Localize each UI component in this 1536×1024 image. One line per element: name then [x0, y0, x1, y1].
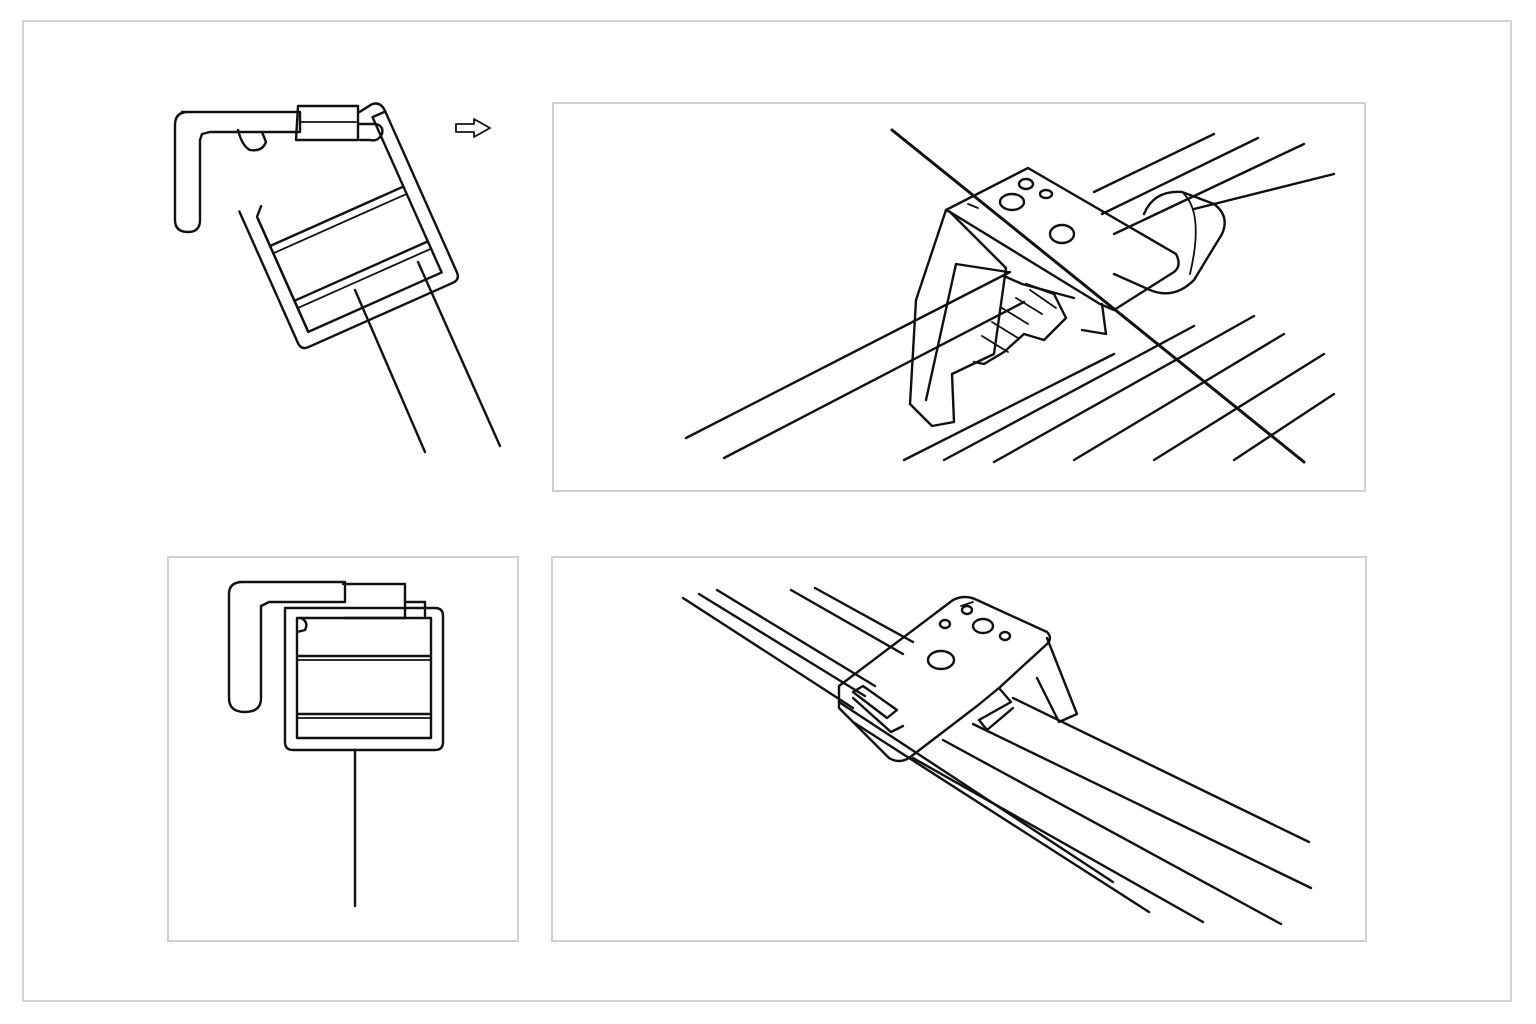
right-arrow-icon: [455, 118, 491, 138]
clip-tab: [341, 582, 407, 620]
rail-line-lower: [684, 270, 1012, 440]
bracket-incorrect-drawing: [684, 128, 1336, 464]
flat-bar: [1002, 274, 1076, 300]
bracket-seated-drawing: [227, 580, 445, 908]
bracket-side: [908, 208, 1008, 428]
slot-tab: [851, 684, 899, 720]
panel-side-view-seated: [167, 556, 519, 942]
rail-box-outer: [283, 606, 445, 752]
rail-box-inner: [295, 616, 433, 740]
hole-3: [1038, 188, 1054, 200]
hole-1: [998, 192, 1026, 212]
rail-box-stripe-1: [268, 185, 405, 248]
hole-4: [960, 604, 974, 616]
rod-line-1: [353, 288, 427, 454]
rail-line: [1092, 132, 1216, 194]
rail-box-inner: [256, 217, 310, 334]
rail-box-stripe-2: [293, 240, 430, 302]
hole-4: [1048, 223, 1076, 245]
rail-line: [681, 596, 855, 710]
hole-2: [971, 617, 995, 635]
diagram-sheet: [22, 20, 1512, 1002]
rail-box-outer: [238, 110, 460, 350]
nub: [236, 128, 268, 152]
bracket-correct-drawing: [681, 586, 1313, 926]
panel-side-view-tilted: [150, 90, 530, 470]
rod-line-2: [416, 260, 502, 448]
teeth: [972, 282, 1068, 366]
hole-3: [938, 618, 952, 630]
bracket-top: [837, 595, 1052, 763]
bracket-tilted-drawing: [173, 102, 502, 454]
panel-perspective-correct: [551, 556, 1367, 942]
clip-tab: [294, 104, 360, 142]
bracket-top: [944, 166, 1180, 312]
hook-bracket: [173, 110, 302, 234]
bracket-side: [1035, 636, 1079, 724]
cross-out-line: [890, 128, 1306, 464]
direction-arrow: [452, 116, 496, 140]
hole-1: [926, 649, 956, 671]
hole-2: [1017, 177, 1035, 191]
hole-5: [998, 630, 1012, 642]
roller: [1112, 190, 1226, 295]
panel-perspective-incorrect: [552, 102, 1366, 492]
hook-bracket: [227, 580, 347, 714]
latch: [356, 122, 384, 142]
